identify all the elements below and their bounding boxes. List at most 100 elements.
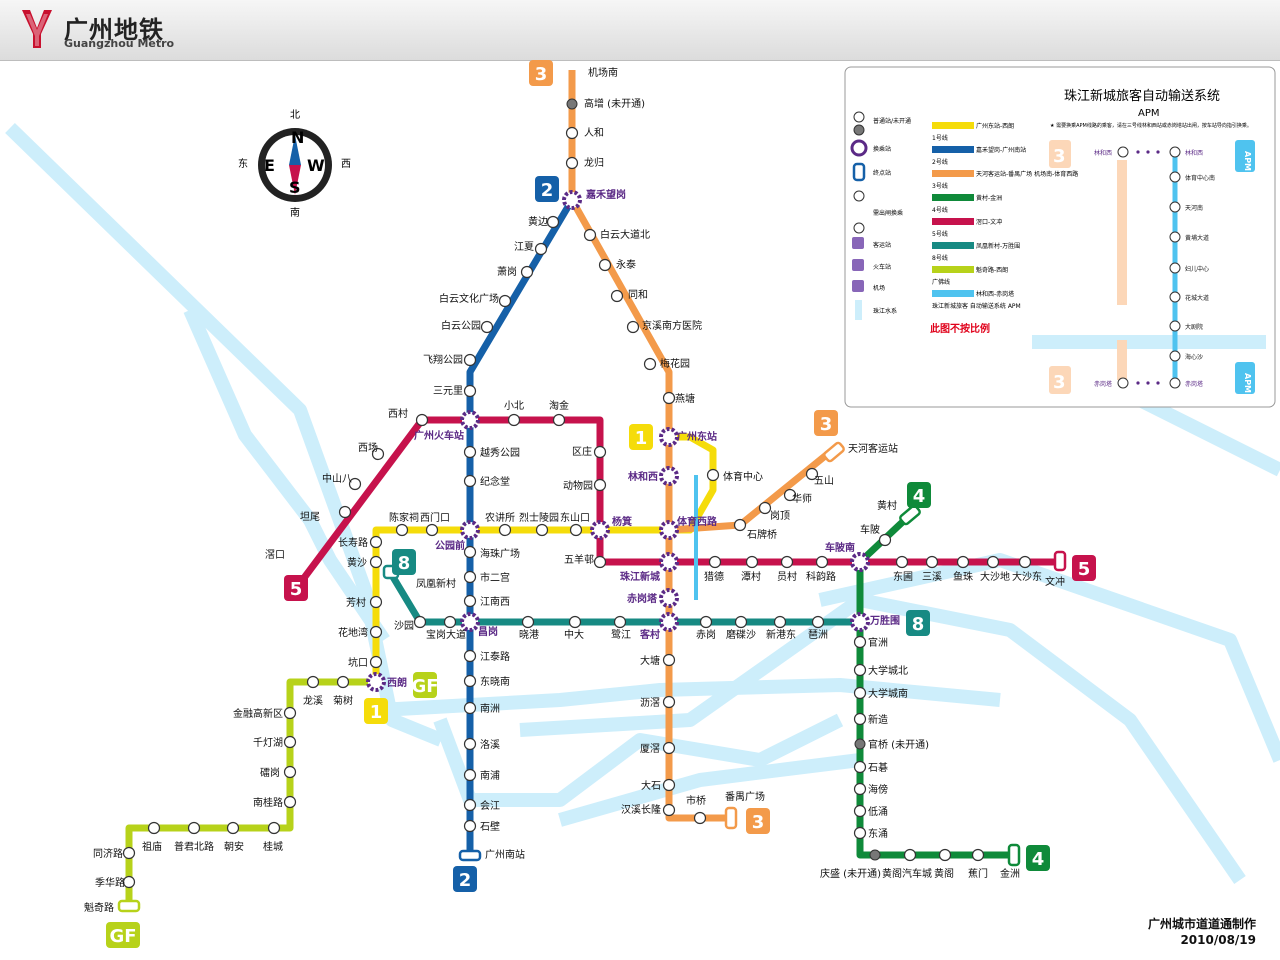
station-marker[interactable] bbox=[598, 258, 612, 272]
station-marker[interactable] bbox=[853, 686, 867, 700]
station-marker[interactable] bbox=[283, 735, 297, 749]
station-marker[interactable] bbox=[552, 413, 566, 427]
apm-station-marker[interactable] bbox=[1169, 171, 1181, 183]
station-marker[interactable] bbox=[1018, 555, 1032, 569]
interchange-marker[interactable] bbox=[460, 612, 480, 632]
station-marker[interactable] bbox=[336, 675, 350, 689]
station-marker[interactable] bbox=[706, 468, 720, 482]
station-marker[interactable] bbox=[773, 615, 787, 629]
station-marker[interactable] bbox=[369, 625, 383, 639]
station-marker[interactable] bbox=[805, 467, 819, 481]
station-marker[interactable] bbox=[643, 357, 657, 371]
terminal-marker[interactable] bbox=[1053, 550, 1067, 572]
station-marker[interactable] bbox=[733, 518, 747, 532]
station-marker[interactable] bbox=[780, 555, 794, 569]
station-marker[interactable] bbox=[463, 594, 477, 608]
station-marker[interactable] bbox=[565, 126, 579, 140]
station-marker[interactable] bbox=[938, 848, 952, 862]
interchange-marker[interactable] bbox=[659, 612, 679, 632]
station-marker[interactable] bbox=[267, 821, 281, 835]
station-marker[interactable] bbox=[507, 413, 521, 427]
station-marker[interactable] bbox=[443, 615, 457, 629]
station-marker[interactable] bbox=[226, 821, 240, 835]
station-marker[interactable] bbox=[626, 320, 640, 334]
station-marker[interactable] bbox=[369, 655, 383, 669]
station-marker[interactable] bbox=[734, 615, 748, 629]
station-marker[interactable] bbox=[853, 712, 867, 726]
station-marker[interactable] bbox=[463, 737, 477, 751]
station-marker[interactable] bbox=[986, 555, 1000, 569]
station-marker[interactable] bbox=[463, 798, 477, 812]
station-marker[interactable] bbox=[338, 505, 352, 519]
station-marker[interactable] bbox=[534, 242, 548, 256]
station-marker[interactable] bbox=[463, 445, 477, 459]
station-marker[interactable] bbox=[520, 265, 534, 279]
apm-station-marker[interactable] bbox=[1169, 350, 1181, 362]
station-marker[interactable] bbox=[463, 474, 477, 488]
station-marker[interactable] bbox=[306, 675, 320, 689]
interchange-marker[interactable] bbox=[590, 520, 610, 540]
interchange-marker[interactable] bbox=[850, 552, 870, 572]
station-marker[interactable] bbox=[463, 701, 477, 715]
apm-station-marker[interactable] bbox=[1169, 201, 1181, 213]
station-marker[interactable] bbox=[971, 848, 985, 862]
station-marker[interactable] bbox=[662, 741, 676, 755]
interchange-marker[interactable] bbox=[366, 672, 386, 692]
station-marker[interactable] bbox=[348, 477, 362, 491]
station-marker[interactable] bbox=[283, 795, 297, 809]
station-marker[interactable] bbox=[613, 615, 627, 629]
station-marker[interactable] bbox=[521, 615, 535, 629]
station-marker[interactable] bbox=[745, 555, 759, 569]
station-marker[interactable] bbox=[693, 811, 707, 825]
interchange-marker[interactable] bbox=[659, 520, 679, 540]
interchange-marker[interactable] bbox=[460, 520, 480, 540]
station-marker[interactable] bbox=[498, 294, 512, 308]
station-marker[interactable] bbox=[463, 545, 477, 559]
station-marker[interactable] bbox=[122, 875, 136, 889]
station-marker[interactable] bbox=[593, 445, 607, 459]
station-marker[interactable] bbox=[283, 706, 297, 720]
apm-station-marker[interactable] bbox=[1169, 231, 1181, 243]
station-marker[interactable] bbox=[610, 289, 624, 303]
apm-station-marker[interactable] bbox=[1169, 377, 1181, 389]
station-marker[interactable] bbox=[925, 555, 939, 569]
station-marker[interactable] bbox=[853, 782, 867, 796]
station-marker[interactable] bbox=[369, 555, 383, 569]
station-marker[interactable] bbox=[783, 488, 797, 502]
station-marker[interactable] bbox=[480, 320, 494, 334]
terminal-marker[interactable] bbox=[899, 504, 921, 526]
station-marker[interactable] bbox=[758, 501, 772, 515]
station-marker[interactable] bbox=[463, 570, 477, 584]
station-marker[interactable] bbox=[903, 848, 917, 862]
terminal-marker[interactable] bbox=[117, 899, 141, 913]
station-marker[interactable] bbox=[853, 663, 867, 677]
station-marker-closed[interactable] bbox=[854, 738, 866, 750]
interchange-marker[interactable] bbox=[460, 410, 480, 430]
apm-station-marker[interactable] bbox=[1169, 291, 1181, 303]
station-marker[interactable] bbox=[853, 635, 867, 649]
interchange-marker[interactable] bbox=[659, 427, 679, 447]
station-marker[interactable] bbox=[369, 595, 383, 609]
station-marker[interactable] bbox=[498, 523, 512, 537]
apm-station-marker[interactable] bbox=[1169, 146, 1181, 158]
interchange-marker[interactable] bbox=[659, 466, 679, 486]
interchange-marker[interactable] bbox=[659, 552, 679, 572]
terminal-marker[interactable] bbox=[1007, 843, 1021, 867]
station-marker[interactable] bbox=[708, 555, 722, 569]
terminal-marker[interactable] bbox=[458, 849, 482, 862]
station-marker[interactable] bbox=[147, 821, 161, 835]
station-marker[interactable] bbox=[699, 615, 713, 629]
station-marker[interactable] bbox=[283, 765, 297, 779]
station-marker[interactable] bbox=[853, 804, 867, 818]
station-marker[interactable] bbox=[811, 615, 825, 629]
station-marker[interactable] bbox=[425, 523, 439, 537]
station-marker[interactable] bbox=[187, 821, 201, 835]
station-marker[interactable] bbox=[395, 523, 409, 537]
station-marker[interactable] bbox=[463, 674, 477, 688]
station-marker[interactable] bbox=[815, 555, 829, 569]
station-marker[interactable] bbox=[662, 653, 676, 667]
station-marker[interactable] bbox=[853, 760, 867, 774]
station-marker[interactable] bbox=[956, 555, 970, 569]
station-marker[interactable] bbox=[662, 778, 676, 792]
station-marker[interactable] bbox=[662, 695, 676, 709]
